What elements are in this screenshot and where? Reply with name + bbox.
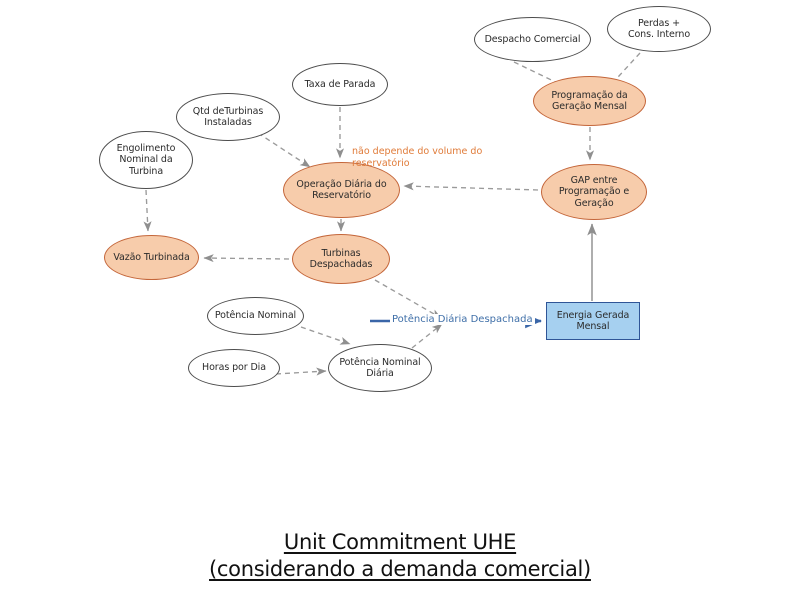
node-label: Programação da Geração Mensal [551, 89, 628, 112]
node-label: Turbinas Despachadas [309, 247, 373, 270]
node-turbinas-despachadas[interactable]: Turbinas Despachadas [292, 234, 390, 284]
legend-label-potencia-diaria-despachada: Potência Diária Despachada [390, 314, 535, 325]
edge-gap-to-operacao [403, 182, 539, 191]
node-despacho-comercial[interactable]: Despacho Comercial [474, 17, 591, 62]
title-line-2: (considerando a demanda comercial) [209, 557, 591, 581]
edge-turbinas-to-vazao [203, 254, 290, 263]
node-perdas-cons-interno[interactable]: Perdas + Cons. Interno [607, 6, 711, 52]
node-horas-por-dia[interactable]: Horas por Dia [188, 349, 280, 387]
node-label: Operação Diária do Reservatório [296, 178, 387, 201]
annotation-nao-depende: não depende do volume do reservatório [352, 146, 483, 169]
edge-horas-to-potdiaria [275, 367, 327, 376]
edge-despacho-to-programacao [513, 61, 571, 90]
edge-turbinas-to-junction [374, 279, 442, 319]
node-qtd-turbinas-instaladas[interactable]: Qtd deTurbinas Instaladas [176, 93, 280, 141]
node-potencia-nominal[interactable]: Potência Nominal [207, 297, 304, 335]
node-label: Energia Gerada Mensal [556, 309, 630, 332]
node-label: Potência Nominal Diária [339, 356, 421, 379]
node-label: Taxa de Parada [304, 78, 376, 90]
node-label: GAP entre Programação e Geração [558, 175, 630, 209]
node-label: Potência Nominal [214, 310, 297, 322]
node-vazao-turbinada[interactable]: Vazão Turbinada [104, 235, 199, 280]
edge-potnominal-to-potdiaria [300, 326, 351, 345]
edge-potdiaria-to-junction [411, 323, 443, 349]
node-potencia-nominal-diaria[interactable]: Potência Nominal Diária [328, 344, 432, 392]
node-label: Vazão Turbinada [113, 251, 190, 263]
node-label: Perdas + Cons. Interno [627, 17, 691, 40]
node-programacao-geracao-mensal[interactable]: Programação da Geração Mensal [533, 76, 646, 126]
edge-engolimento-to-vazao [143, 189, 152, 232]
diagram-title: Unit Commitment UHE (considerando a dema… [0, 530, 800, 581]
node-label: Engolimento Nominal da Turbina [116, 143, 176, 177]
node-gap-programacao-geracao[interactable]: GAP entre Programação e Geração [541, 164, 647, 220]
edge-qtd-to-operacao [257, 132, 311, 168]
title-line-1: Unit Commitment UHE [283, 530, 517, 554]
node-energia-gerada-mensal[interactable]: Energia Gerada Mensal [546, 302, 640, 340]
node-label: Despacho Comercial [484, 33, 581, 45]
node-engolimento-nominal-turbina[interactable]: Engolimento Nominal da Turbina [99, 131, 193, 189]
node-label: Qtd deTurbinas Instaladas [192, 105, 264, 128]
node-label: Horas por Dia [202, 362, 266, 374]
node-taxa-de-parada[interactable]: Taxa de Parada [292, 63, 388, 106]
node-operacao-diaria-reservatorio[interactable]: Operação Diária do Reservatório [283, 162, 400, 218]
